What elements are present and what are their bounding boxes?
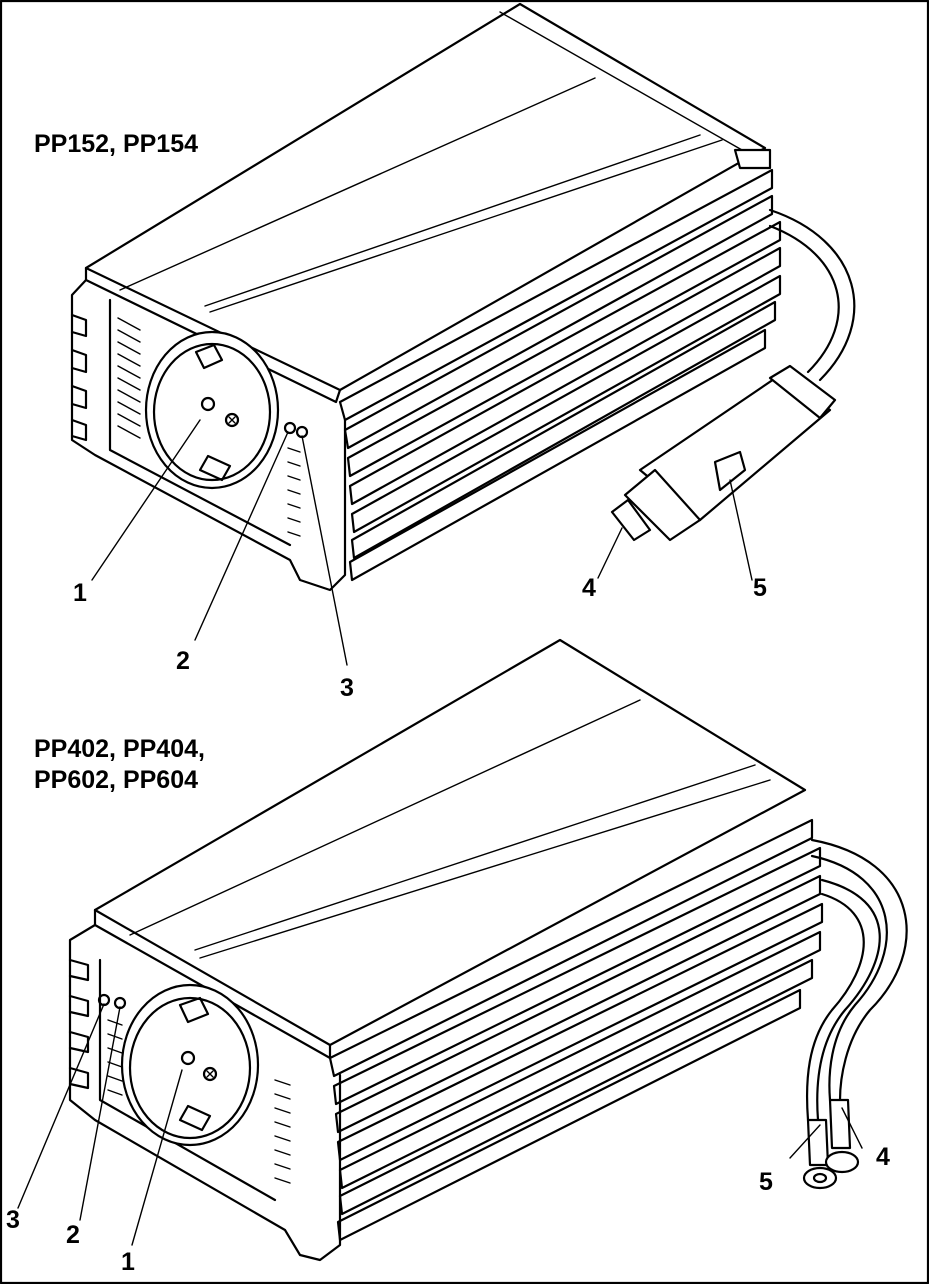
cable-a bbox=[810, 838, 908, 1102]
figure-top-title: PP152, PP154 bbox=[34, 130, 199, 158]
front-vents-left bbox=[117, 317, 141, 439]
callout-3-bottom: 3 bbox=[6, 1206, 20, 1234]
callout-1-bottom: 1 bbox=[121, 1248, 135, 1276]
callout-2-bottom: 2 bbox=[66, 1221, 80, 1249]
callout-4-top: 4 bbox=[582, 574, 596, 602]
leader-lines-bottom bbox=[17, 1003, 863, 1246]
socket-outer-bottom bbox=[120, 983, 260, 1147]
top-face-bottom bbox=[93, 638, 807, 1047]
figure-bottom-title-line1: PP402, PP404, bbox=[34, 735, 205, 763]
cable-top bbox=[768, 208, 856, 382]
leader-lines-top bbox=[91, 419, 753, 666]
top-face bbox=[84, 2, 767, 392]
callout-5-bottom: 5 bbox=[759, 1168, 773, 1196]
figure-bottom-title-line2: PP602, PP604 bbox=[34, 766, 199, 794]
callout-1-top: 1 bbox=[73, 579, 87, 607]
socket-outer bbox=[144, 330, 280, 490]
inverter-bottom bbox=[68, 638, 908, 1262]
callout-5-top: 5 bbox=[753, 574, 767, 602]
callout-2-top: 2 bbox=[176, 647, 190, 675]
callout-4-bottom: 4 bbox=[876, 1143, 890, 1171]
led-2 bbox=[283, 421, 297, 435]
callout-3-top: 3 bbox=[340, 674, 354, 702]
cable-b bbox=[816, 878, 881, 1122]
inverter-top bbox=[70, 2, 856, 592]
side-fins bbox=[338, 168, 782, 582]
